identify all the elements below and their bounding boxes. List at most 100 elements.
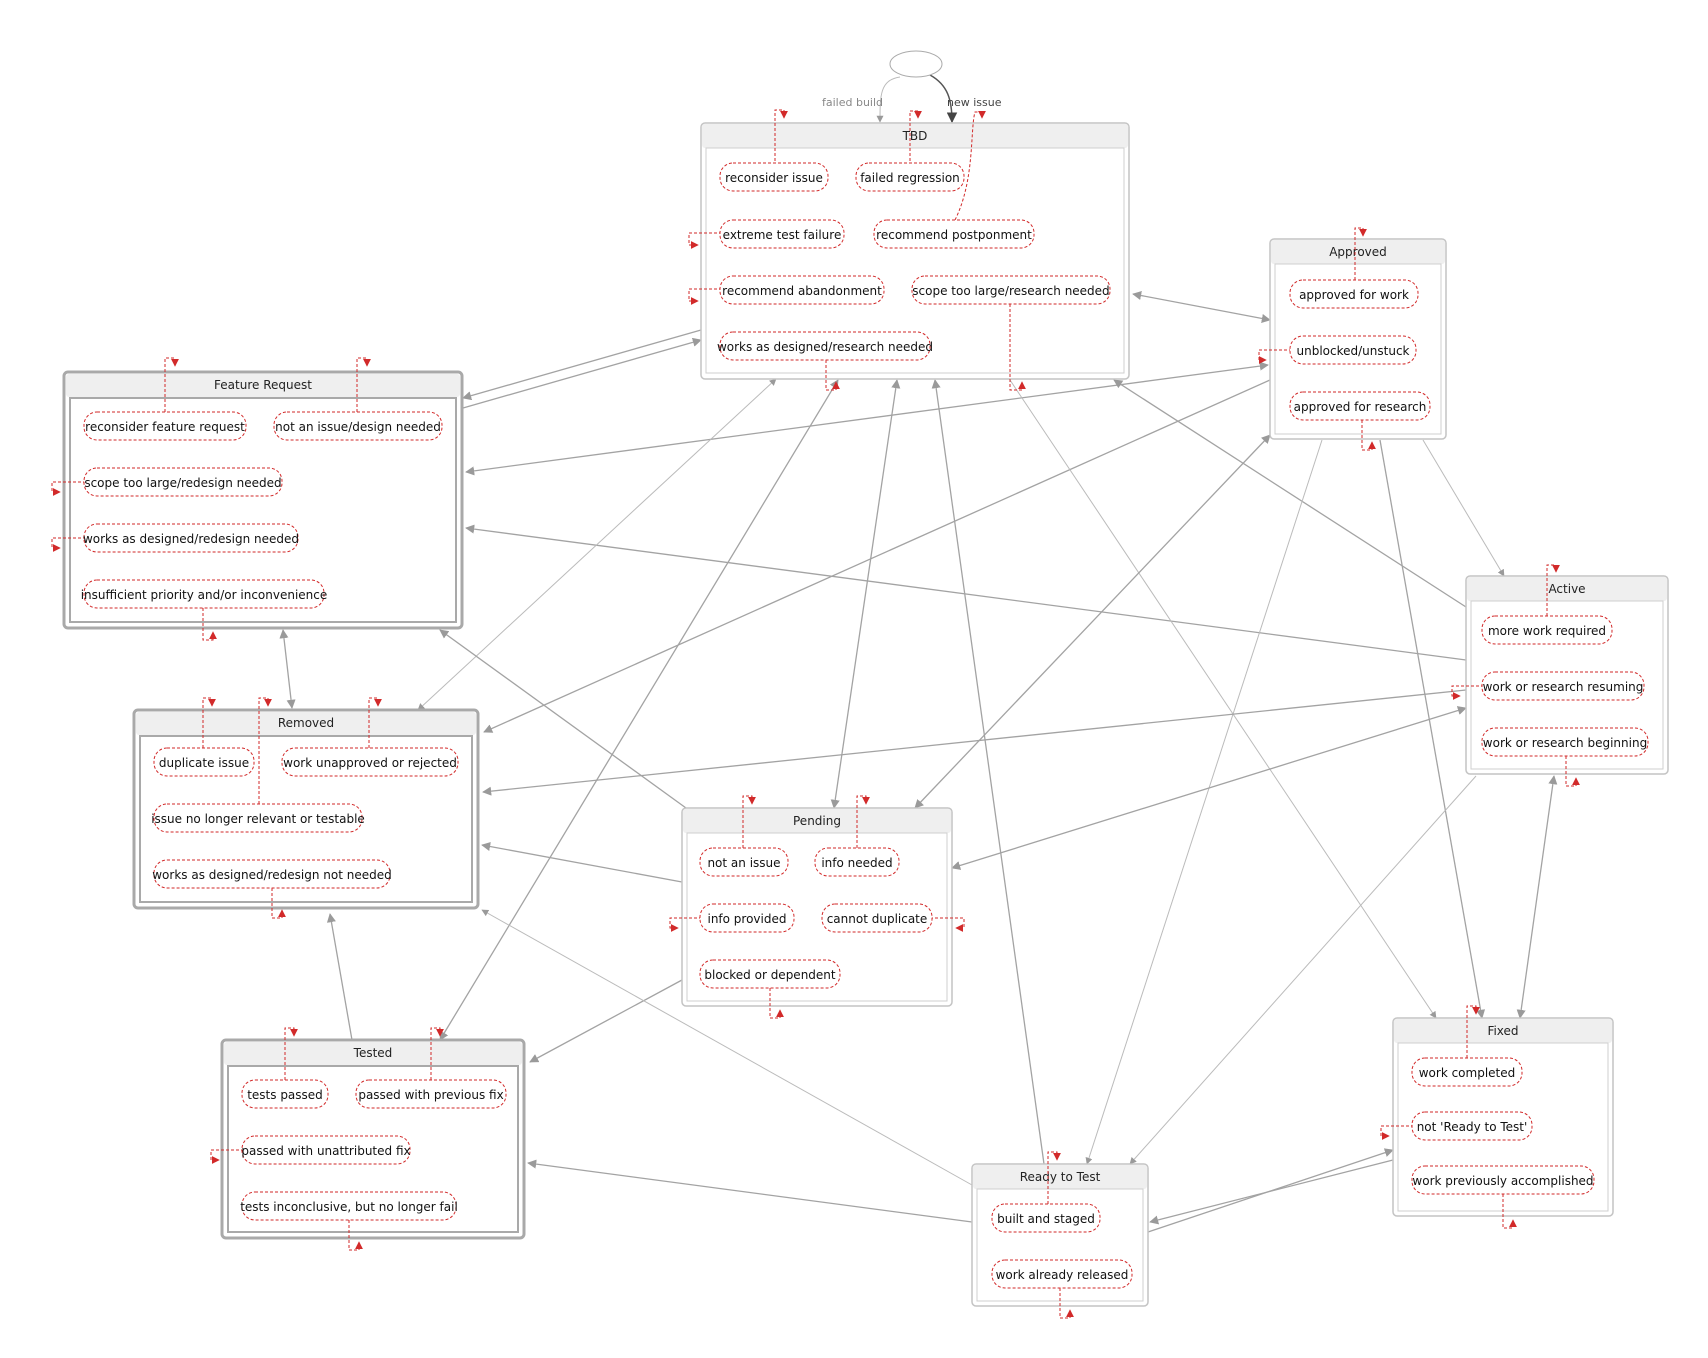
state-title-removed: Removed xyxy=(278,716,334,730)
svg-text:blocked or dependent: blocked or dependent xyxy=(704,968,836,982)
edge-tbd-tested xyxy=(439,379,839,1041)
svg-text:work or research beginning: work or research beginning xyxy=(1483,736,1647,750)
trigger-passed-with-unattributed-fix[interactable]: passed with unattributed fix xyxy=(210,1135,411,1165)
trigger-approved-for-research[interactable]: approved for research xyxy=(1289,391,1431,451)
state-title-fixed: Fixed xyxy=(1487,1024,1518,1038)
trigger-work-unapproved-or-rejected[interactable]: work unapproved or rejected xyxy=(281,697,459,777)
edge-active-to-ready-to-test xyxy=(1129,775,1477,1165)
trigger-reconsider-feature-request[interactable]: reconsider feature request xyxy=(83,357,247,441)
edge-active-to-feature-request xyxy=(465,524,1467,661)
state-removed[interactable]: Removed duplicate issue work unapproved … xyxy=(132,697,480,919)
edge-label-new-issue: new issue xyxy=(947,96,1002,109)
svg-text:tests inconclusive, but no lon: tests inconclusive, but no longer fail xyxy=(240,1200,458,1214)
edge-ready-to-test-to-tbd xyxy=(931,379,1045,1165)
svg-text:more work required: more work required xyxy=(1488,624,1606,638)
trigger-works-as-designed-redesign-needed[interactable]: works as designed/redesign needed xyxy=(51,523,299,553)
trigger-cannot-duplicate[interactable]: cannot duplicate xyxy=(821,903,965,933)
state-ready-to-test[interactable]: Ready to Test built and staged work alre… xyxy=(971,1151,1149,1319)
svg-text:insufficient priority and/or i: insufficient priority and/or inconvenien… xyxy=(81,588,328,602)
edge-tbd-removed xyxy=(417,378,777,711)
state-active[interactable]: Active more work required work or resear… xyxy=(1451,564,1669,787)
svg-text:unblocked/unstuck: unblocked/unstuck xyxy=(1297,344,1410,358)
trigger-duplicate-issue[interactable]: duplicate issue xyxy=(153,697,255,777)
trigger-tests-inconclusive[interactable]: tests inconclusive, but no longer fail xyxy=(240,1191,458,1251)
trigger-failed-regression[interactable]: failed regression xyxy=(855,110,965,192)
edge-tbd-to-feature-request xyxy=(462,329,702,401)
edge-initial-to-tbd-failed-build xyxy=(876,76,901,123)
trigger-work-already-released[interactable]: work already released xyxy=(991,1259,1133,1319)
trigger-work-previously-accomplished[interactable]: work previously accomplished xyxy=(1411,1165,1595,1229)
state-tbd[interactable]: TBD reconsider issue failed regression e… xyxy=(688,109,1130,391)
svg-text:failed regression: failed regression xyxy=(860,171,960,185)
svg-text:scope too large/redesign neede: scope too large/redesign needed xyxy=(84,476,281,490)
trigger-work-or-research-beginning[interactable]: work or research beginning xyxy=(1481,727,1649,787)
trigger-scope-too-large-research-needed[interactable]: scope too large/research needed xyxy=(911,275,1111,391)
state-fixed[interactable]: Fixed work completed not 'Ready to Test'… xyxy=(1380,1005,1614,1229)
svg-text:extreme test failure: extreme test failure xyxy=(723,228,842,242)
edge-approved-to-removed xyxy=(483,379,1271,733)
trigger-issue-no-longer-relevant[interactable]: issue no longer relevant or testable xyxy=(151,697,365,833)
initial-state-node xyxy=(889,50,943,78)
trigger-info-needed[interactable]: info needed xyxy=(814,795,900,877)
state-feature-request[interactable]: Feature Request reconsider feature reque… xyxy=(51,357,464,641)
trigger-unblocked-unstuck[interactable]: unblocked/unstuck xyxy=(1258,335,1417,365)
state-approved[interactable]: Approved approved for work unblocked/uns… xyxy=(1258,227,1447,451)
edge-active-to-removed xyxy=(482,689,1467,796)
state-title-ready-to-test: Ready to Test xyxy=(1020,1170,1101,1184)
trigger-not-ready-to-test[interactable]: not 'Ready to Test' xyxy=(1380,1111,1533,1141)
svg-text:not 'Ready to Test': not 'Ready to Test' xyxy=(1417,1120,1528,1134)
svg-text:work already released: work already released xyxy=(996,1268,1129,1282)
svg-text:info provided: info provided xyxy=(707,912,786,926)
svg-text:scope too large/research neede: scope too large/research needed xyxy=(912,284,1109,298)
svg-text:not an issue: not an issue xyxy=(707,856,780,870)
edge-pending-to-removed xyxy=(481,842,683,883)
state-tested[interactable]: Tested tests passed passed with previous… xyxy=(210,1027,526,1251)
svg-text:work unapproved or rejected: work unapproved or rejected xyxy=(283,756,457,770)
trigger-not-an-issue-design-needed[interactable]: not an issue/design needed xyxy=(273,357,443,441)
trigger-works-as-designed-research-needed[interactable]: works as designed/research needed xyxy=(717,331,933,391)
svg-text:cannot duplicate: cannot duplicate xyxy=(827,912,928,926)
trigger-more-work-required[interactable]: more work required xyxy=(1481,564,1613,645)
trigger-not-an-issue[interactable]: not an issue xyxy=(699,795,789,877)
edge-feature-request-to-tbd xyxy=(462,337,702,409)
edge-tbd-to-fixed xyxy=(1009,379,1437,1019)
trigger-work-completed[interactable]: work completed xyxy=(1411,1005,1523,1087)
edge-label-failed-build: failed build xyxy=(822,96,883,109)
svg-text:work previously accomplished: work previously accomplished xyxy=(1412,1174,1593,1188)
trigger-info-provided[interactable]: info provided xyxy=(669,903,795,933)
trigger-scope-too-large-redesign-needed[interactable]: scope too large/redesign needed xyxy=(51,467,283,497)
svg-text:approved for work: approved for work xyxy=(1299,288,1409,302)
state-title-tbd: TBD xyxy=(902,129,928,143)
trigger-recommend-postponment[interactable]: recommend postponment xyxy=(873,110,1035,249)
trigger-insufficient-priority-inconvenience[interactable]: insufficient priority and/or inconvenien… xyxy=(81,579,328,641)
trigger-work-or-research-resuming[interactable]: work or research resuming xyxy=(1451,671,1645,701)
trigger-tests-passed[interactable]: tests passed xyxy=(241,1027,329,1109)
svg-text:recommend abandonment: recommend abandonment xyxy=(722,284,882,298)
trigger-reconsider-issue[interactable]: reconsider issue xyxy=(719,109,829,192)
edge-ready-to-test-to-removed xyxy=(481,909,973,1186)
transition-edges xyxy=(279,74,1558,1233)
edge-initial-to-tbd-new-issue xyxy=(929,74,958,124)
state-title-active: Active xyxy=(1548,582,1585,596)
svg-text:passed with unattributed fix: passed with unattributed fix xyxy=(241,1144,410,1158)
edge-tested-to-removed xyxy=(326,913,353,1041)
svg-text:reconsider issue: reconsider issue xyxy=(725,171,823,185)
svg-text:work or research resuming: work or research resuming xyxy=(1483,680,1644,694)
edge-active-fixed xyxy=(1516,775,1558,1019)
svg-text:works as designed/research nee: works as designed/research needed xyxy=(717,340,933,354)
state-title-feature-request: Feature Request xyxy=(214,378,312,392)
trigger-approved-for-work[interactable]: approved for work xyxy=(1289,227,1419,309)
trigger-blocked-or-dependent[interactable]: blocked or dependent xyxy=(699,959,841,1019)
edge-fixed-to-ready-to-test xyxy=(1149,1159,1394,1225)
state-pending[interactable]: Pending not an issue info needed info pr… xyxy=(669,795,965,1019)
svg-text:reconsider feature request: reconsider feature request xyxy=(85,420,245,434)
state-title-pending: Pending xyxy=(793,814,841,828)
svg-text:works as designed/redesign not: works as designed/redesign not needed xyxy=(152,868,392,882)
trigger-built-and-staged[interactable]: built and staged xyxy=(991,1151,1101,1233)
trigger-extreme-test-failure[interactable]: extreme test failure xyxy=(688,219,845,249)
trigger-recommend-abandonment[interactable]: recommend abandonment xyxy=(688,275,885,305)
edge-feature-request-removed xyxy=(279,629,296,709)
trigger-passed-with-previous-fix[interactable]: passed with previous fix xyxy=(355,1027,507,1109)
trigger-works-as-designed-redesign-not-needed[interactable]: works as designed/redesign not needed xyxy=(152,859,392,919)
